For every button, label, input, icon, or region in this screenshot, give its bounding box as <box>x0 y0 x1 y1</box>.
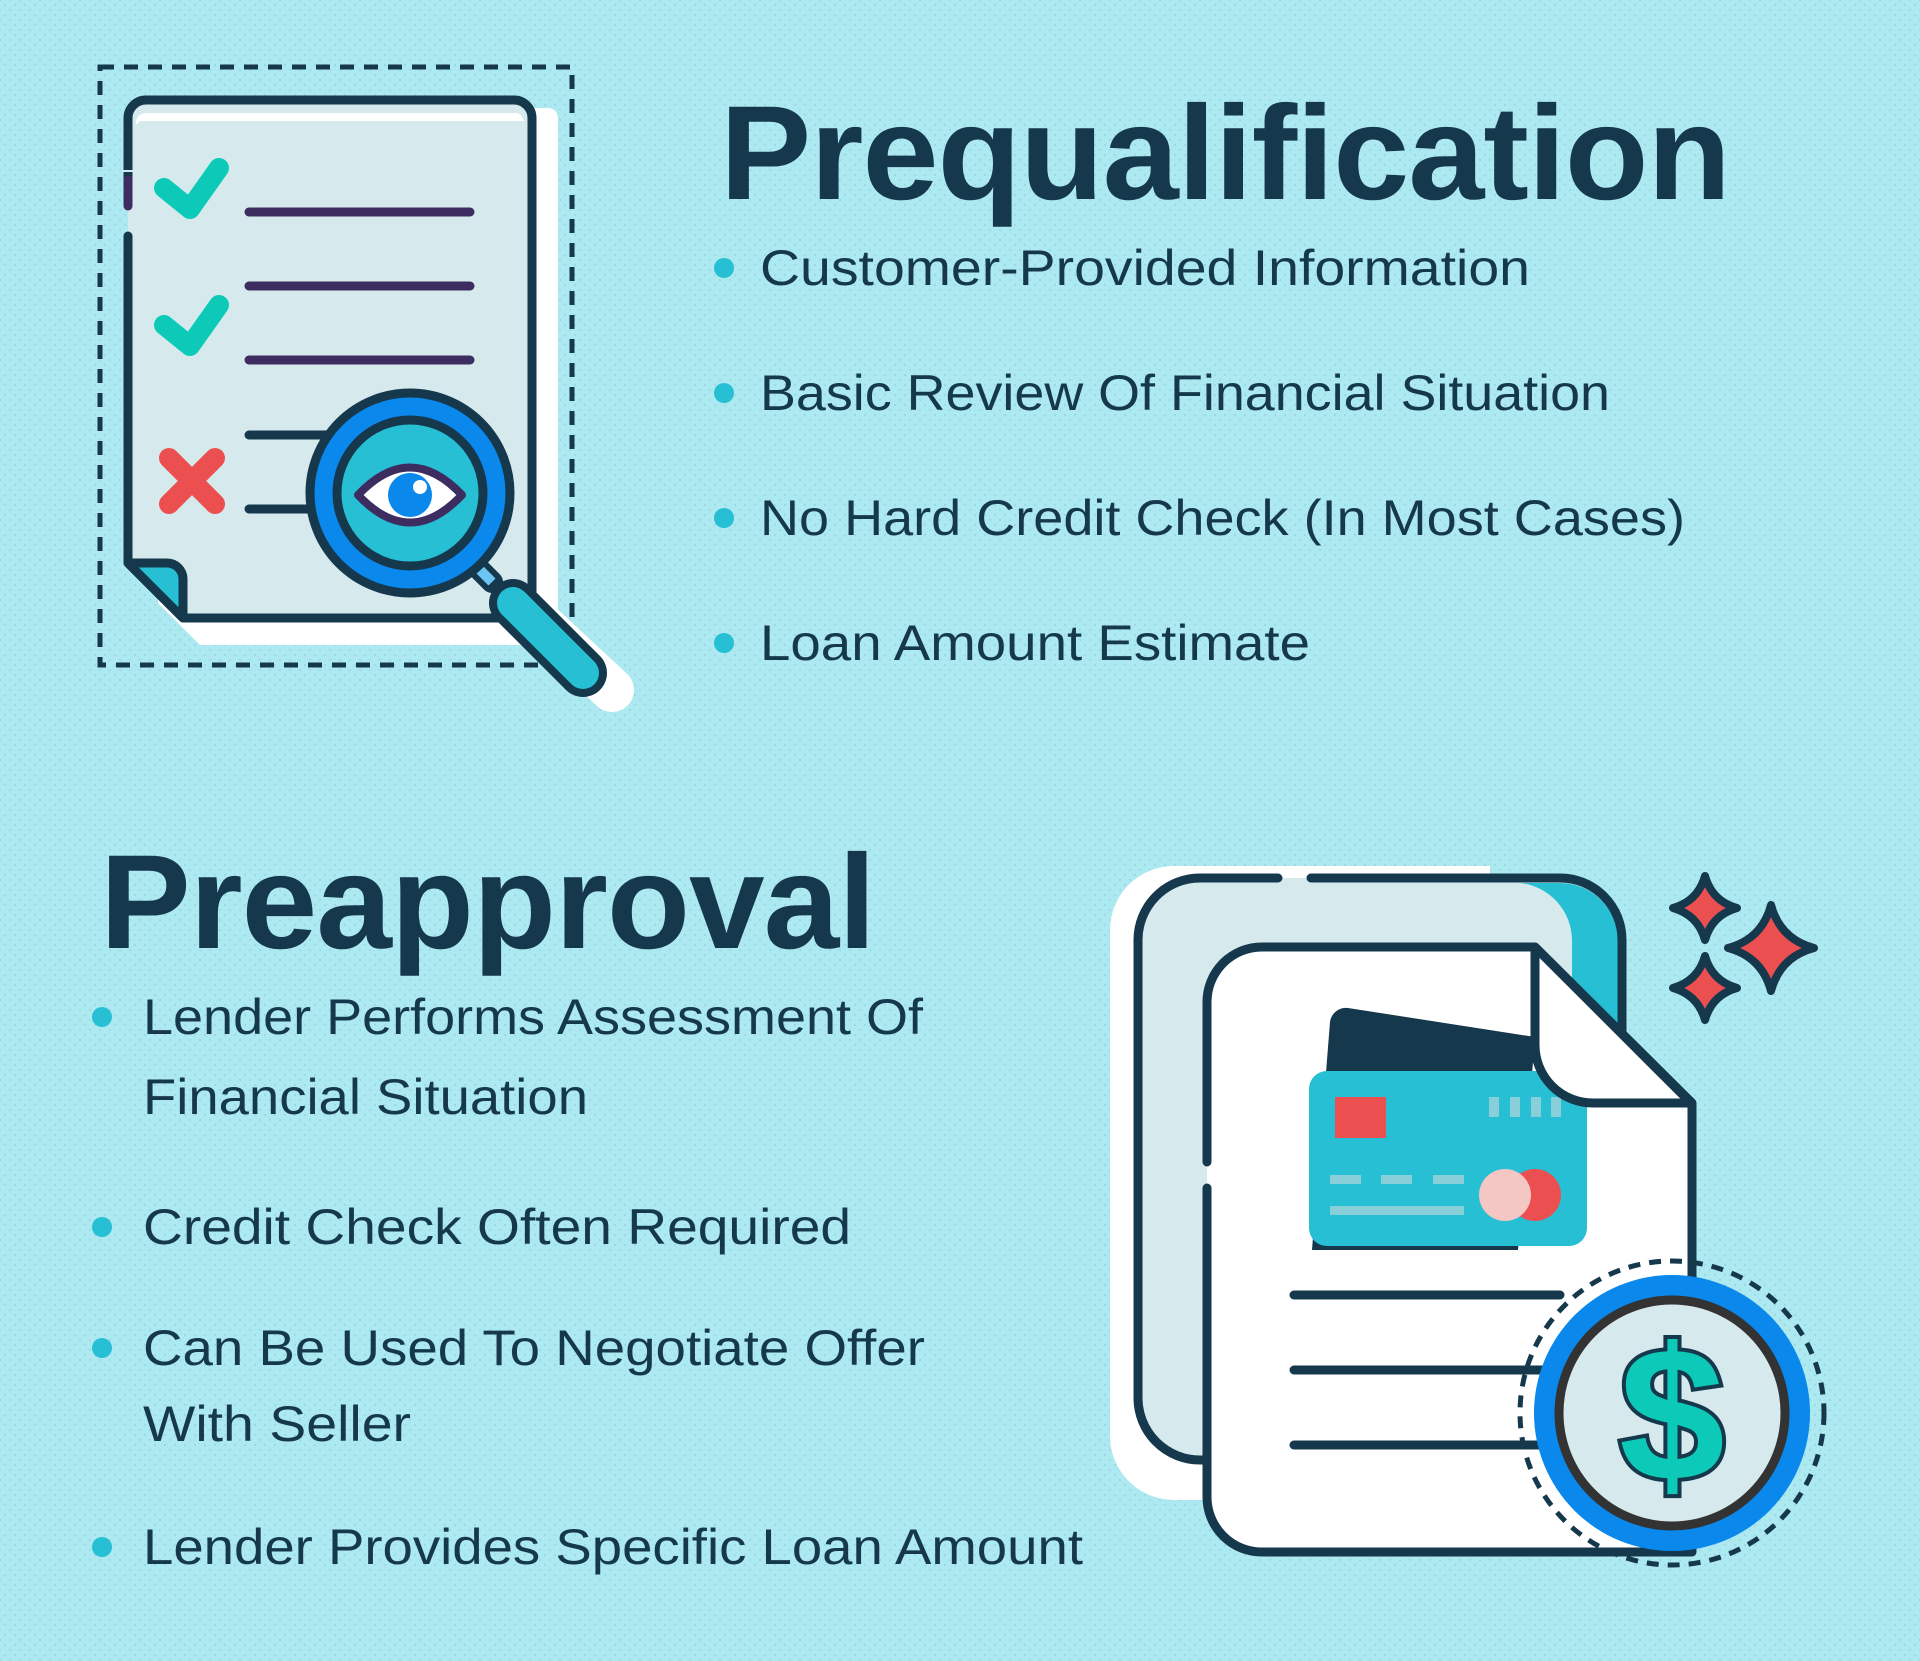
bullet-icon <box>714 258 734 278</box>
eye-icon <box>354 463 466 527</box>
bullet-icon <box>714 508 734 528</box>
check-mark-icon <box>154 158 229 219</box>
check-mark-icon <box>154 295 229 356</box>
list-item-text: Customer-Provided Information <box>760 240 1530 296</box>
list-item-text: With Seller <box>143 1396 412 1452</box>
bullet-icon <box>92 1217 112 1237</box>
cross-mark-icon <box>159 448 225 514</box>
bullet-icon <box>714 383 734 403</box>
list-item-text: Basic Review Of Financial Situation <box>760 365 1611 421</box>
list-item-text: No Hard Credit Check (In Most Cases) <box>760 490 1685 546</box>
list-item-text: Loan Amount Estimate <box>760 615 1311 671</box>
bullet-icon <box>92 1007 112 1027</box>
list-item-text: Lender Performs Assessment Of <box>143 989 924 1045</box>
dashed-frame <box>97 64 575 668</box>
dollar-coin-icon: $ <box>1517 1258 1827 1568</box>
preapproval-title: Preapproval <box>100 828 876 977</box>
credit-card-icon <box>1309 1071 1587 1246</box>
bullet-icon <box>92 1338 112 1358</box>
list-item-text: Can Be Used To Negotiate Offer <box>143 1320 925 1376</box>
list-item-text: Financial Situation <box>143 1069 588 1125</box>
list-item-text: Credit Check Often Required <box>143 1199 852 1255</box>
sparkle-icon <box>1669 872 1818 1024</box>
prequalification-title: Prequalification <box>720 79 1731 228</box>
bullet-icon <box>92 1537 112 1557</box>
svg-text:$: $ <box>1619 1309 1725 1521</box>
bullet-icon <box>714 633 734 653</box>
list-item-text: Lender Provides Specific Loan Amount <box>143 1519 1083 1575</box>
